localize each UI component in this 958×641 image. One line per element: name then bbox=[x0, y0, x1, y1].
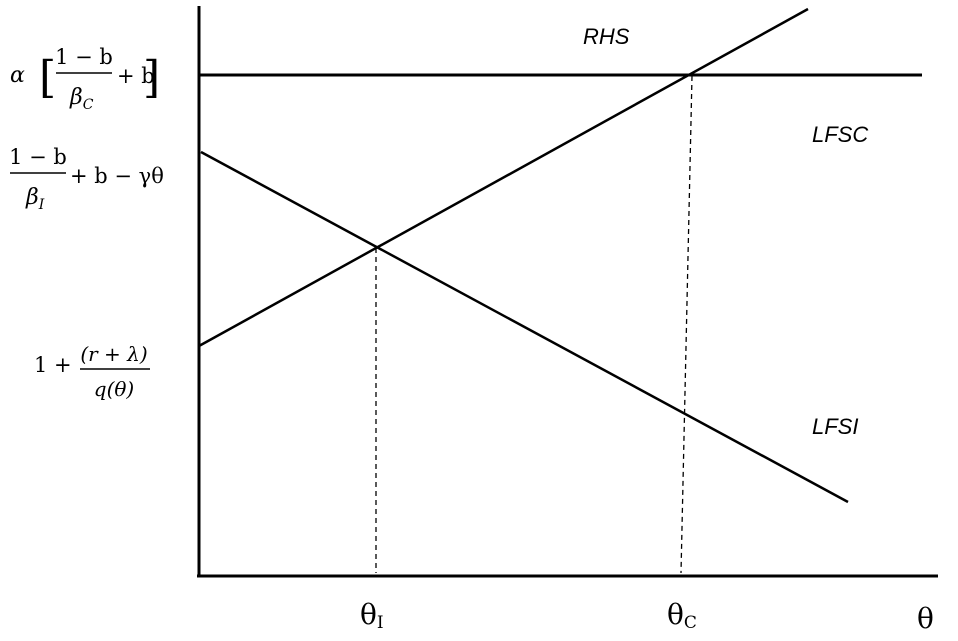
rhs-expression: α [ 1 − b βC + b ] bbox=[10, 45, 160, 113]
lfsc-expression: 1 + (r + λ) q(θ) bbox=[34, 342, 150, 401]
svg-text:]: ] bbox=[143, 52, 160, 103]
lfsc-label: LFSC bbox=[812, 122, 868, 147]
lfsc-line bbox=[198, 7, 809, 348]
rhs-label: RHS bbox=[583, 24, 630, 49]
lfsi-line bbox=[200, 150, 849, 504]
svg-text:1 − b: 1 − b bbox=[55, 45, 113, 69]
svg-text:βC: βC bbox=[69, 85, 94, 113]
svg-text:1 +: 1 + bbox=[34, 353, 72, 377]
theta-c-label: θC bbox=[667, 598, 697, 633]
svg-text:βI: βI bbox=[25, 185, 45, 213]
svg-text:(r + λ): (r + λ) bbox=[80, 342, 147, 366]
svg-text:+ b: + b bbox=[117, 64, 155, 88]
theta-c-dashed-guide bbox=[680, 75, 693, 574]
theta-i-label: θI bbox=[360, 598, 384, 633]
svg-text:α: α bbox=[10, 63, 25, 88]
lfsi-label: LFSI bbox=[812, 414, 858, 439]
theta-axis-label: θ bbox=[917, 602, 934, 635]
svg-text:q(θ): q(θ) bbox=[94, 377, 134, 401]
svg-text:[: [ bbox=[39, 52, 56, 103]
svg-text:1 − b: 1 − b bbox=[9, 145, 67, 169]
lfsi-expression: 1 − b βI + b − γθ bbox=[9, 145, 164, 213]
svg-text:+ b − γθ: + b − γθ bbox=[70, 164, 164, 188]
